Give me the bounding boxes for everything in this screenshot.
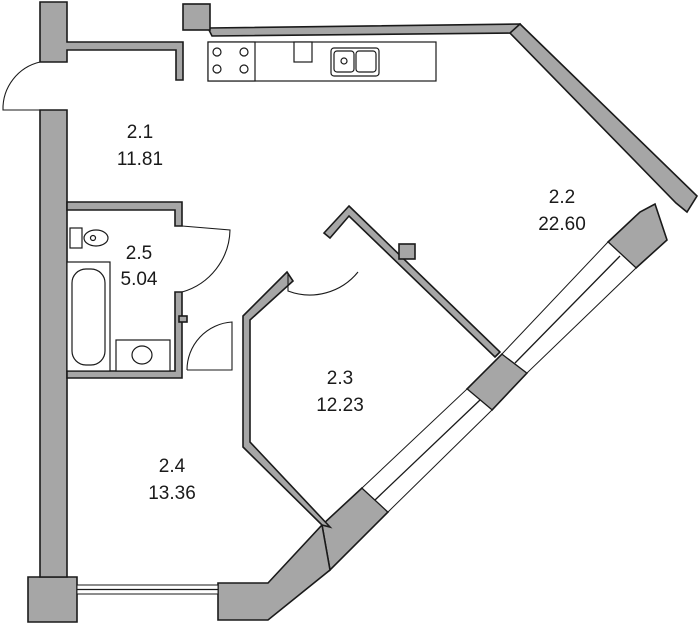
kitchen-counter <box>207 41 437 82</box>
bathroom-door <box>181 225 231 293</box>
room-area: 11.81 <box>117 149 163 170</box>
bedroom-wall-right <box>322 204 502 359</box>
windows <box>76 241 637 595</box>
bottom-left-pillar <box>27 576 78 623</box>
fridge-notch <box>293 41 313 63</box>
bathroom-fixtures <box>66 227 171 372</box>
room-area: 13.36 <box>148 483 196 504</box>
interior-walls <box>66 201 502 529</box>
room-number: 2.4 <box>159 456 186 477</box>
top-wall-right <box>206 23 521 37</box>
room-label-2-2: 2.2 22.60 <box>538 187 586 235</box>
toilet-tank <box>69 227 83 249</box>
bathroom-door-jamb <box>178 315 188 323</box>
bathroom-wall-top <box>66 201 183 227</box>
room-label-2-1: 2.1 11.81 <box>117 122 163 170</box>
doors <box>2 61 359 371</box>
room-area: 12.23 <box>316 395 364 416</box>
left-wall <box>39 109 68 578</box>
room-area: 5.04 <box>121 269 158 290</box>
room-number: 2.1 <box>127 122 153 143</box>
room-label-2-3: 2.3 12.23 <box>316 368 364 416</box>
bedroom-wall-left <box>242 270 333 529</box>
room-number: 2.3 <box>327 368 353 389</box>
vent-block <box>182 3 211 31</box>
outer-walls <box>27 1 699 623</box>
hall-door <box>186 321 233 371</box>
room-area: 22.60 <box>538 214 586 235</box>
room-number: 2.5 <box>126 243 152 264</box>
column-notch <box>398 243 416 260</box>
bedroom-door <box>287 271 359 296</box>
top-right-wall <box>508 22 699 214</box>
entrance-door <box>2 61 41 111</box>
top-wall <box>39 1 184 81</box>
bottom-corner <box>217 523 331 621</box>
room-number: 2.2 <box>549 187 575 208</box>
room-label-2-4: 2.4 13.36 <box>148 456 196 504</box>
room-label-2-5: 2.5 5.04 <box>121 243 158 290</box>
